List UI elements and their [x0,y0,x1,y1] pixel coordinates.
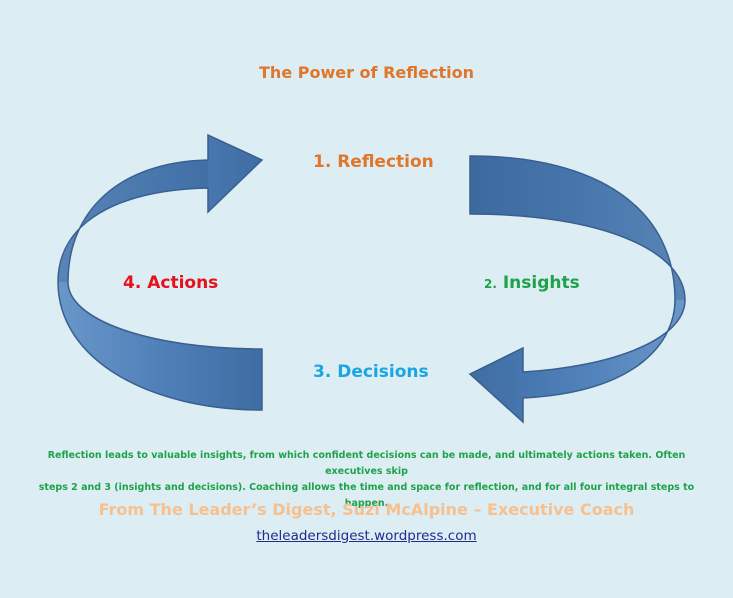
description-text: Reflection leads to valuable insights, f… [20,448,713,512]
step-actions: 4. Actions [123,273,219,293]
step-reflection: 1. Reflection [313,152,434,172]
credit-line: From The Leader’s Digest, Suzi McAlpine … [98,500,635,519]
diagram-title: The Power of Reflection [259,63,474,82]
step-insights-label: Insights [496,273,580,293]
source-link[interactable]: theleadersdigest.wordpress.com [256,528,477,544]
step-insights-number: 2. [484,277,497,291]
description-line-1: Reflection leads to valuable insights, f… [47,450,686,477]
left-curved-arrow [57,133,264,411]
step-insights: 2. Insights [484,273,580,293]
description-line-2: steps 2 and 3 (insights and decisions). … [38,482,695,509]
right-curved-arrow [468,155,686,424]
step-decisions: 3. Decisions [313,362,429,382]
